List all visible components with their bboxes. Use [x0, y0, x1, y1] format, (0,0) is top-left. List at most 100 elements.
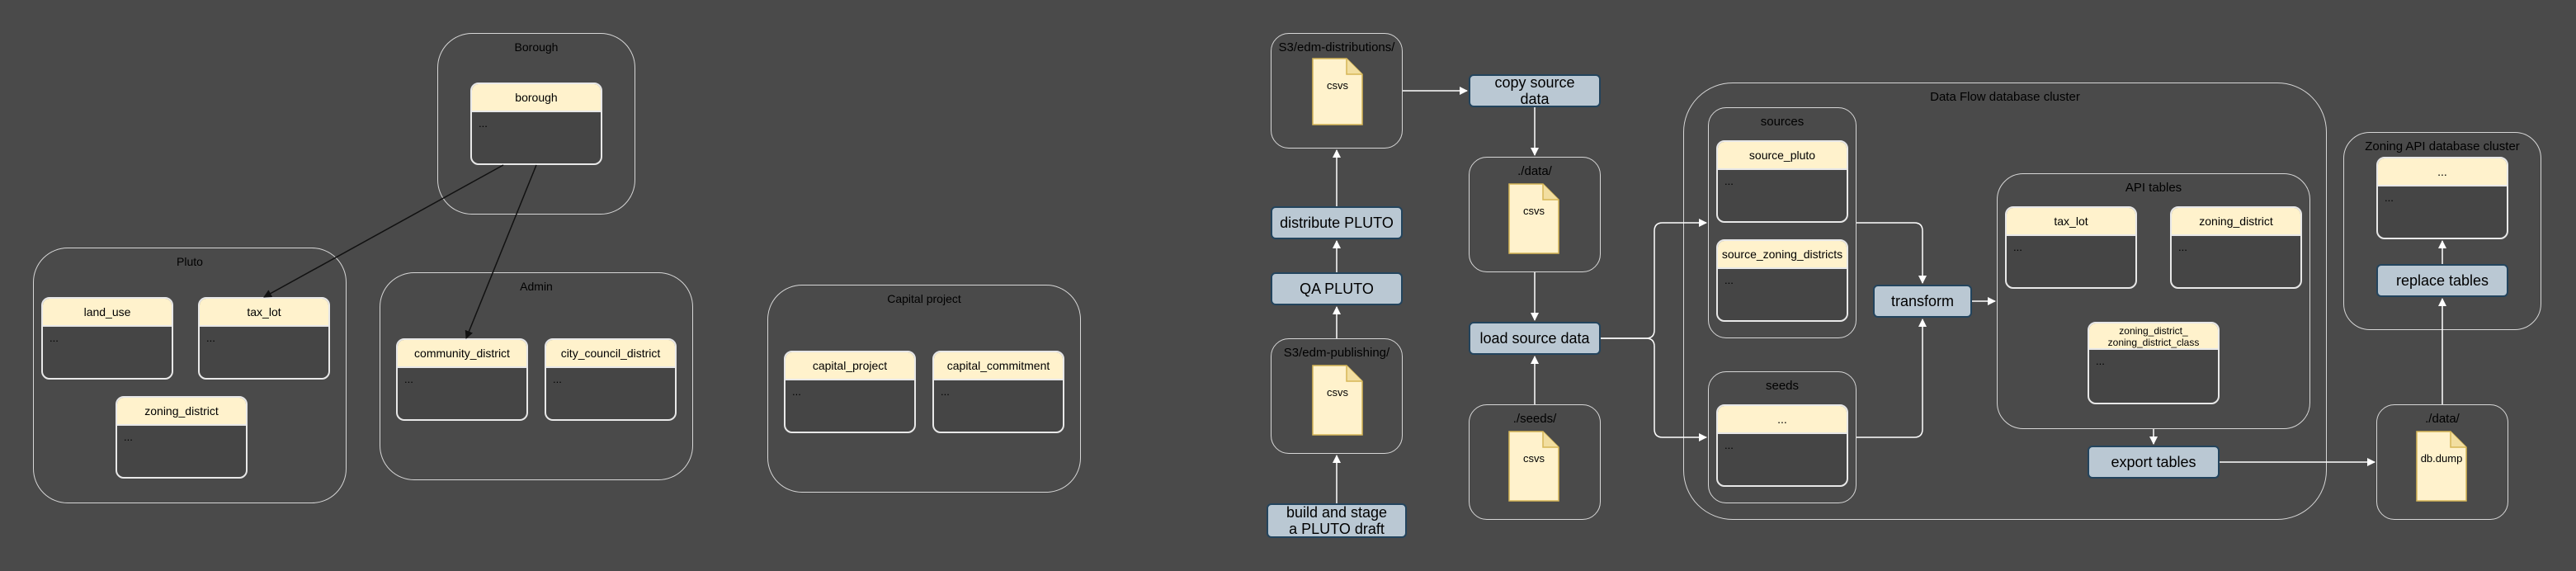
table-body: ... [206, 332, 215, 344]
document-icon [1508, 183, 1559, 254]
load-to-seeds-edge [1601, 337, 1707, 441]
table-name: zoning_district_ zoning_district_class [2089, 323, 2218, 350]
document-label: db.dump [2420, 452, 2463, 465]
distribute-pluto-step[interactable]: distribute PLUTO [1271, 206, 1403, 239]
city-council-district-table[interactable]: city_council_district ... [545, 338, 677, 421]
load-source-data-step[interactable]: load source data [1469, 322, 1601, 355]
step-label: a PLUTO draft [1289, 521, 1385, 537]
db-dump-document[interactable]: db.dump [2416, 431, 2467, 502]
table-body: ... [2385, 191, 2394, 204]
capital-project-group: Capital project [767, 285, 1081, 493]
document-icon [1508, 431, 1559, 502]
capital-project-table[interactable]: capital_project ... [784, 351, 916, 433]
step-label: load source data [1479, 330, 1590, 347]
s3-distributions-group: S3/edm-distributions/ [1271, 33, 1403, 149]
table-name: tax_lot [200, 299, 328, 327]
admin-group: Admin [380, 272, 693, 480]
group-label: ./data/ [2425, 412, 2460, 426]
copy-source-data-step[interactable]: copy source data [1469, 74, 1601, 107]
step-label: export tables [2111, 454, 2196, 470]
table-name: land_use [43, 299, 172, 327]
table-body: ... [553, 373, 562, 385]
step-label: replace tables [2395, 272, 2489, 289]
table-name: tax_lot [2007, 208, 2135, 236]
community-district-table[interactable]: community_district ... [396, 338, 528, 421]
source-zoning-districts-table[interactable]: source_zoning_districts ... [1716, 239, 1848, 322]
borough-group: Borough [437, 33, 635, 215]
api-zoning-district-table[interactable]: zoning_district ... [2170, 206, 2302, 289]
table-name: community_district [398, 340, 526, 368]
data-flow-cluster: Data Flow database cluster [1683, 83, 2327, 520]
group-label: Pluto [177, 255, 203, 268]
table-body: ... [2096, 355, 2105, 367]
group-label: ./seeds/ [1512, 412, 1557, 426]
pluto-group: Pluto [33, 248, 347, 503]
table-body: ... [479, 117, 488, 130]
group-label: ./data/ [1517, 164, 1552, 178]
load-to-sources-edge [1601, 219, 1707, 339]
borough-table[interactable]: borough ... [470, 83, 602, 165]
table-body: ... [941, 385, 950, 398]
group-label: sources [1760, 115, 1805, 129]
document-icon [1312, 365, 1363, 436]
seeds-table[interactable]: ... ... [1716, 404, 1848, 487]
table-name: borough [472, 84, 601, 112]
table-name: zoning_district [117, 398, 246, 426]
group-label: Admin [520, 280, 553, 293]
csvs-seeds-document[interactable]: csvs [1508, 431, 1559, 502]
table-name-line: zoning_district_ [2119, 325, 2188, 337]
table-body: ... [1724, 175, 1734, 187]
api-zoning-district-class-table[interactable]: zoning_district_ zoning_district_class .… [2088, 322, 2220, 404]
table-body: ... [404, 373, 413, 385]
group-label: Data Flow database cluster [1930, 90, 2080, 104]
table-body: ... [124, 431, 133, 443]
s3-publishing-group: S3/edm-publishing/ [1271, 338, 1403, 454]
group-label: S3/edm-distributions/ [1278, 40, 1395, 54]
zoning-district-table[interactable]: zoning_district ... [116, 396, 248, 479]
qa-pluto-step[interactable]: QA PLUTO [1271, 272, 1403, 305]
seeds-to-transform-edge [1857, 319, 1927, 438]
document-icon [1312, 58, 1363, 125]
table-name: ... [1718, 406, 1847, 434]
out-data-dir-group: ./data/ [2376, 404, 2508, 520]
step-label: QA PLUTO [1300, 281, 1374, 297]
transform-step[interactable]: transform [1873, 285, 1972, 318]
table-body: ... [1724, 274, 1734, 286]
group-label: S3/edm-publishing/ [1283, 346, 1390, 360]
group-label: seeds [1765, 379, 1800, 393]
api-tax-lot-table[interactable]: tax_lot ... [2005, 206, 2137, 289]
group-label: API tables [2125, 181, 2182, 195]
csvs-distributions-document[interactable]: csvs [1312, 58, 1363, 125]
borough-to-tax-lot-edge [263, 164, 504, 298]
api-tables-group: API tables [1997, 173, 2310, 429]
step-label: copy source data [1494, 74, 1575, 107]
step-label: distribute PLUTO [1280, 215, 1394, 231]
replace-tables-step[interactable]: replace tables [2376, 264, 2508, 297]
capital-commitment-table[interactable]: capital_commitment ... [932, 351, 1064, 433]
source-pluto-table[interactable]: source_pluto ... [1716, 140, 1848, 223]
table-body: ... [50, 332, 59, 344]
document-label: csvs [1523, 205, 1545, 217]
document-label: csvs [1327, 386, 1348, 399]
land-use-table[interactable]: land_use ... [41, 297, 173, 380]
csvs-data-document[interactable]: csvs [1508, 183, 1559, 254]
export-tables-step[interactable]: export tables [2088, 446, 2220, 479]
table-name: city_council_district [546, 340, 675, 368]
step-label: transform [1890, 293, 1955, 309]
table-body: ... [792, 385, 801, 398]
tax-lot-table[interactable]: tax_lot ... [198, 297, 330, 380]
seeds-dir-group: ./seeds/ [1469, 404, 1601, 520]
zoning-api-table[interactable]: ... ... [2376, 157, 2508, 239]
sources-group: sources [1708, 107, 1857, 338]
table-name: capital_commitment [934, 352, 1063, 380]
build-and-stage-step[interactable]: build and stage a PLUTO draft [1267, 503, 1407, 538]
document-icon [2416, 431, 2467, 502]
table-name: ... [2378, 158, 2507, 186]
table-name-line: zoning_district_class [2107, 337, 2200, 348]
table-body: ... [2013, 241, 2022, 253]
csvs-publishing-document[interactable]: csvs [1312, 365, 1363, 436]
document-label: csvs [1523, 452, 1545, 465]
group-label: Borough [514, 40, 559, 54]
step-label: build and stage [1286, 504, 1388, 521]
